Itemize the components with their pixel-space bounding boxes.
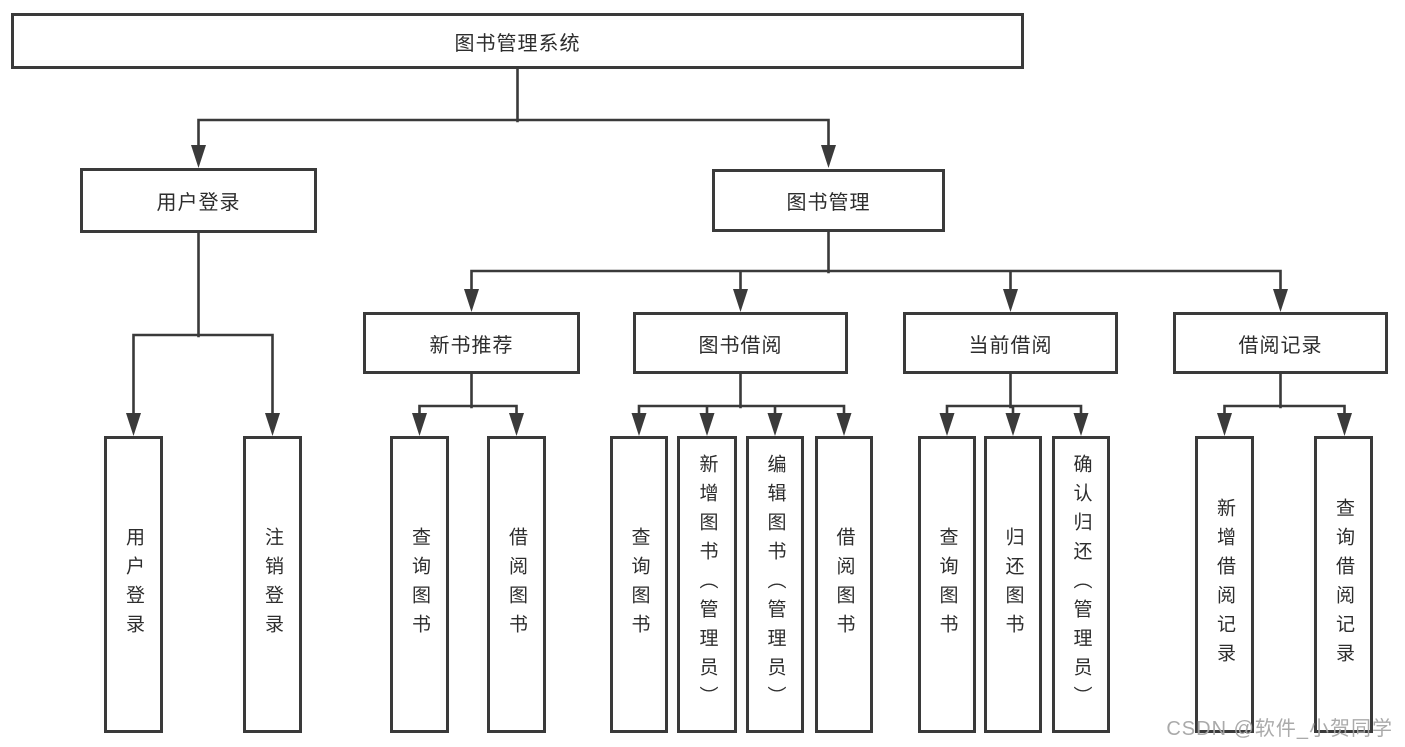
node-book-management: 图书管理: [712, 169, 945, 232]
node-bb-add-book-admin-label: 新增图书（管理员）: [696, 454, 718, 715]
node-nb-borrow-book: 借阅图书: [487, 436, 546, 733]
node-nb-query-book: 查询图书: [390, 436, 449, 733]
node-root: 图书管理系统: [11, 13, 1024, 69]
node-bb-query-book: 查询图书: [610, 436, 668, 733]
node-bb-edit-book-admin-label: 编辑图书（管理员）: [764, 454, 786, 715]
node-bb-borrow-book: 借阅图书: [815, 436, 873, 733]
node-cb-return-book: 归还图书: [984, 436, 1042, 733]
node-nb-borrow-book-label: 借阅图书: [506, 526, 527, 643]
node-book-borrow: 图书借阅: [633, 312, 848, 374]
node-new-book-recommend: 新书推荐: [363, 312, 580, 374]
arrowheads: [126, 145, 1352, 436]
node-current-borrow: 当前借阅: [903, 312, 1118, 374]
node-new-book-recommend-label: 新书推荐: [429, 334, 514, 357]
node-borrow-records: 借阅记录: [1173, 312, 1388, 374]
node-user-login-label: 用户登录: [156, 192, 241, 214]
node-br-query-record-label: 查询借阅记录: [1333, 497, 1354, 672]
node-bb-borrow-book-label: 借阅图书: [833, 526, 855, 643]
node-user-login-action: 用户登录: [104, 436, 163, 733]
node-cb-return-book-label: 归还图书: [1002, 526, 1024, 643]
node-cb-confirm-return-admin-label: 确认归还（管理员）: [1070, 454, 1092, 715]
node-br-add-record: 新增借阅记录: [1195, 436, 1254, 733]
node-bb-edit-book-admin: 编辑图书（管理员）: [746, 436, 804, 733]
node-borrow-records-label: 借阅记录: [1238, 334, 1323, 357]
node-user-login: 用户登录: [80, 168, 317, 233]
node-cb-query-book: 查询图书: [918, 436, 976, 733]
node-current-borrow-label: 当前借阅: [968, 334, 1053, 357]
node-bb-add-book-admin: 新增图书（管理员）: [677, 436, 737, 733]
node-logout-action: 注销登录: [243, 436, 302, 733]
node-book-management-label: 图书管理: [786, 192, 871, 214]
node-book-borrow-label: 图书借阅: [698, 334, 783, 357]
node-user-login-action-label: 用户登录: [123, 526, 144, 643]
node-br-add-record-label: 新增借阅记录: [1214, 497, 1235, 672]
node-cb-query-book-label: 查询图书: [936, 526, 958, 643]
node-cb-confirm-return-admin: 确认归还（管理员）: [1052, 436, 1110, 733]
node-logout-action-label: 注销登录: [262, 526, 283, 643]
node-nb-query-book-label: 查询图书: [409, 526, 430, 643]
csdn-watermark: CSDN @软件_小贺同学: [1166, 718, 1393, 740]
node-br-query-record: 查询借阅记录: [1314, 436, 1373, 733]
node-root-label: 图书管理系统: [454, 32, 581, 55]
node-bb-query-book-label: 查询图书: [628, 526, 650, 643]
